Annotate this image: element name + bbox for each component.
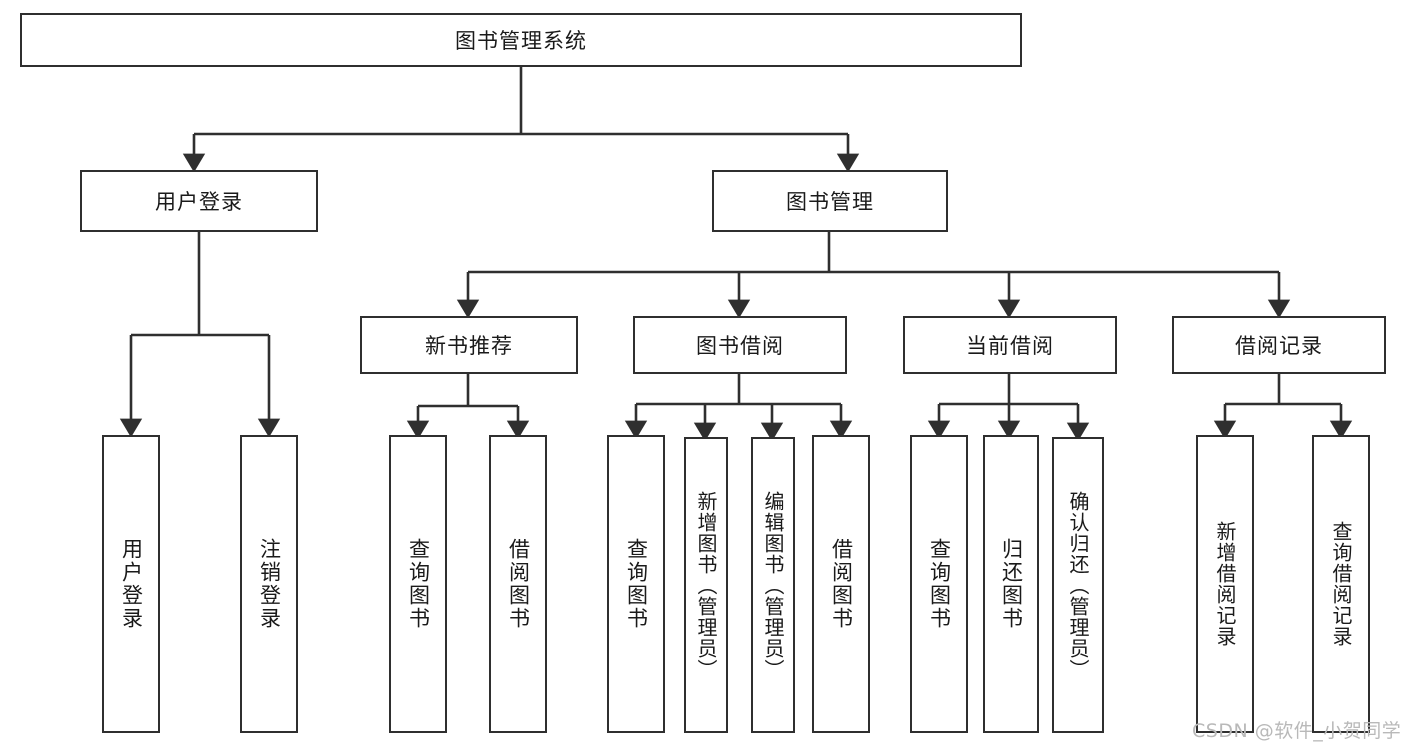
node-label: 归还图书 [999, 538, 1024, 630]
leaf-confirm-return-admin[interactable]: 确认归还（管理员） [1052, 437, 1104, 733]
node-label: 借阅图书 [506, 538, 531, 630]
node-label: 编辑图书（管理员） [761, 490, 785, 680]
node-label: 当前借阅 [966, 334, 1054, 358]
node-label: 查询借阅记录 [1329, 521, 1353, 647]
node-label: 借阅记录 [1235, 334, 1323, 358]
node-current-borrow[interactable]: 当前借阅 [903, 316, 1117, 374]
leaf-return-book[interactable]: 归还图书 [983, 435, 1039, 733]
leaf-borrow-book-recommend[interactable]: 借阅图书 [489, 435, 547, 733]
leaf-add-book-admin[interactable]: 新增图书（管理员） [684, 437, 728, 733]
leaf-query-book-recommend[interactable]: 查询图书 [389, 435, 447, 733]
node-label: 用户登录 [155, 190, 243, 214]
node-label: 查询图书 [624, 538, 649, 630]
node-label: 查询图书 [406, 538, 431, 630]
node-label: 查询图书 [927, 538, 952, 630]
leaf-query-book-borrow[interactable]: 查询图书 [607, 435, 665, 733]
leaf-edit-book-admin[interactable]: 编辑图书（管理员） [751, 437, 795, 733]
leaf-query-borrow-record[interactable]: 查询借阅记录 [1312, 435, 1370, 733]
node-root-system[interactable]: 图书管理系统 [20, 13, 1022, 67]
node-label: 确认归还（管理员） [1066, 490, 1090, 680]
watermark-text: CSDN @软件_小贺同学 [1192, 720, 1402, 742]
node-book-borrow[interactable]: 图书借阅 [633, 316, 847, 374]
leaf-logout[interactable]: 注销登录 [240, 435, 298, 733]
node-label: 注销登录 [257, 538, 282, 630]
leaf-user-login[interactable]: 用户登录 [102, 435, 160, 733]
node-label: 用户登录 [119, 538, 144, 630]
node-label: 新书推荐 [425, 334, 513, 358]
leaf-add-borrow-record[interactable]: 新增借阅记录 [1196, 435, 1254, 733]
node-book-management[interactable]: 图书管理 [712, 170, 948, 232]
node-new-book-recommend[interactable]: 新书推荐 [360, 316, 578, 374]
node-label: 图书管理 [786, 190, 874, 214]
node-label: 新增图书（管理员） [694, 490, 718, 680]
node-borrow-record[interactable]: 借阅记录 [1172, 316, 1386, 374]
leaf-borrow-book[interactable]: 借阅图书 [812, 435, 870, 733]
node-label: 借阅图书 [829, 538, 854, 630]
leaf-query-book-current[interactable]: 查询图书 [910, 435, 968, 733]
node-label: 图书管理系统 [455, 29, 587, 53]
node-user-login[interactable]: 用户登录 [80, 170, 318, 232]
node-label: 图书借阅 [696, 334, 784, 358]
node-label: 新增借阅记录 [1213, 521, 1237, 647]
